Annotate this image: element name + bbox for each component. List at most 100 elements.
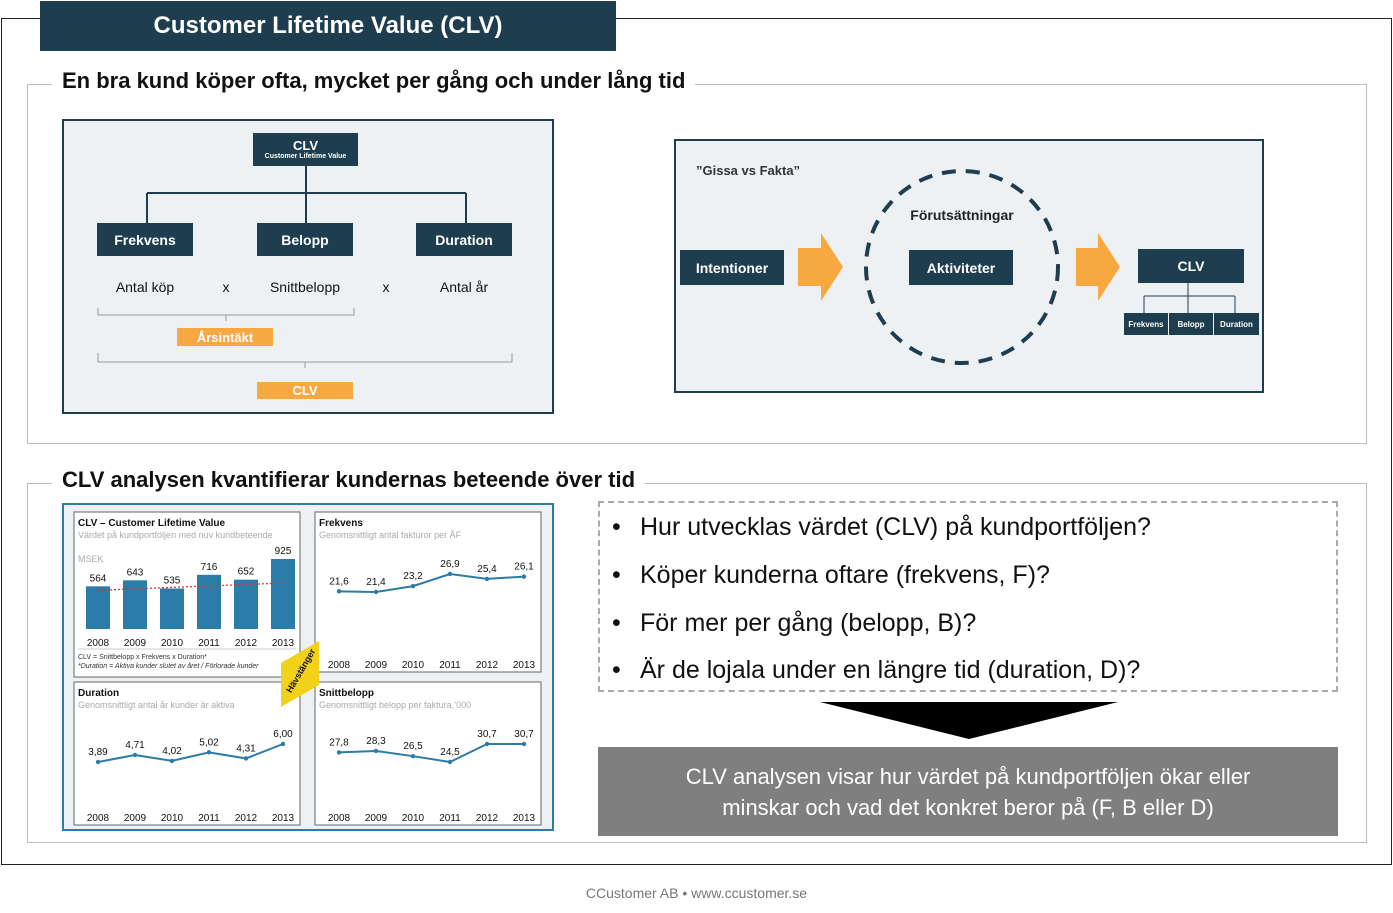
forutsattningar-label: Förutsättningar <box>910 207 1014 223</box>
data-point-2012 <box>484 741 490 747</box>
bar-2008 <box>86 586 110 629</box>
data-label: 21,4 <box>366 577 386 588</box>
bullet-dot: • <box>612 656 621 684</box>
conclusion-line-1: CLV analysen visar hur värdet på kundpor… <box>685 763 1251 789</box>
data-point-2010 <box>169 758 175 764</box>
chart-2-frame <box>73 681 301 826</box>
section1-title: En bra kund köper ofta, mycket per gång … <box>52 68 696 94</box>
data-point-2013 <box>521 741 527 747</box>
data-label: 21,6 <box>329 576 349 587</box>
data-label: 30,7 <box>477 729 497 740</box>
chart-2-title: Duration <box>78 688 119 699</box>
clv-root-label: CLV <box>292 138 319 153</box>
x-tick-label: 2008 <box>87 638 110 649</box>
data-label: 27,8 <box>329 737 349 748</box>
orange-arrow-2 <box>1076 233 1120 301</box>
data-label: 6,00 <box>273 729 293 740</box>
data-label: 30,7 <box>514 729 534 740</box>
x-tick-label: 2012 <box>235 813 258 824</box>
measure-antal-kop: Antal köp <box>115 279 175 295</box>
clv-bar: CLV <box>257 382 353 399</box>
chart-1-subtitle: Genomsnittligt antal fakturor per ÅF <box>319 530 462 540</box>
data-label: 26,5 <box>403 741 423 752</box>
x-tick-label: 2011 <box>198 813 220 824</box>
footer: CCustomer AB • www.ccustomer.se <box>585 885 808 901</box>
data-point-2012 <box>484 576 490 582</box>
chart-0-title: CLV – Customer Lifetime Value <box>78 518 226 529</box>
x-tick-label: 2009 <box>365 660 388 671</box>
line-series <box>97 743 284 763</box>
data-label: 26,9 <box>440 559 460 570</box>
clv-tree-panel: CLV Customer Lifetime Value Frekvens Bel… <box>62 119 554 414</box>
x-tick-label: 2011 <box>439 813 461 824</box>
x-tick-label: 2012 <box>476 813 499 824</box>
conclusion-line-2: minskar och vad det konkret beror på (F,… <box>722 794 1214 820</box>
operator-x-1: x <box>222 279 230 295</box>
data-label: 28,3 <box>366 736 386 747</box>
bar-label: 652 <box>238 567 255 578</box>
data-point-2011 <box>206 750 212 755</box>
havstanger-badge: Hävstänger <box>281 641 319 707</box>
x-tick-label: 2009 <box>124 638 147 649</box>
intentioner-box: Intentioner <box>680 250 784 285</box>
chart-3-subtitle: Genomsnittligt belopp per faktura,’000 <box>319 700 471 710</box>
x-tick-label: 2010 <box>161 638 184 649</box>
data-label: 24,5 <box>440 747 460 758</box>
chart-note-2: *Duration = Aktiva kunder slutet av året… <box>78 662 259 670</box>
data-label: 26,1 <box>514 562 534 573</box>
x-tick-label: 2013 <box>513 813 536 824</box>
data-point-2009 <box>373 589 379 595</box>
x-tick-label: 2008 <box>87 813 110 824</box>
data-point-2011 <box>447 759 453 765</box>
x-tick-label: 2010 <box>402 660 425 671</box>
data-label: 4,71 <box>125 740 145 751</box>
data-point-2010 <box>410 753 416 759</box>
section2-box <box>27 483 1367 843</box>
x-tick-label: 2010 <box>402 813 425 824</box>
operator-x-2: x <box>382 279 390 295</box>
flow-caption: ”Gissa vs Fakta” <box>696 163 801 178</box>
data-point-2013 <box>521 574 527 579</box>
down-triangle-icon <box>820 702 1118 739</box>
x-tick-label: 2011 <box>439 660 461 671</box>
data-label: 25,4 <box>477 564 497 575</box>
bullet-4: •Är de lojala under en längre tid (durat… <box>612 656 1140 685</box>
conclusion-box: CLV analysen visar hur värdet på kundpor… <box>598 747 1338 836</box>
orange-arrow-1 <box>798 233 843 301</box>
bullet-3-text: För mer per gång (belopp, B)? <box>640 609 977 637</box>
havstanger-shape <box>281 641 319 707</box>
tree-connectors <box>97 166 513 368</box>
arsintakt-bar: Årsintäkt <box>177 328 273 346</box>
x-tick-label: 2009 <box>365 813 388 824</box>
data-point-2011 <box>447 571 453 577</box>
bullet-dot: • <box>612 513 621 541</box>
bar-2009 <box>123 580 147 629</box>
bullet-2: •Köper kunderna oftare (frekvens, F)? <box>612 561 1050 590</box>
data-point-2010 <box>410 583 416 589</box>
x-tick-label: 2013 <box>513 660 536 671</box>
trendline <box>97 582 284 591</box>
bar-label: 643 <box>127 567 144 578</box>
line-series <box>338 572 525 594</box>
data-point-2008 <box>95 759 101 765</box>
x-tick-label: 2008 <box>328 813 351 824</box>
chart-0-unit: MSEK <box>78 554 104 564</box>
section2-title: CLV analysen kvantifierar kundernas bete… <box>52 467 646 493</box>
bullet-3: •För mer per gång (belopp, B)? <box>612 609 976 638</box>
flow-sub-frekvens: Frekvens <box>1124 313 1168 335</box>
x-tick-label: 2011 <box>198 638 220 649</box>
node-duration: Duration <box>416 223 512 256</box>
x-tick-label: 2010 <box>161 813 184 824</box>
data-point-2008 <box>336 589 342 594</box>
data-point-2009 <box>373 748 379 754</box>
flow-panel: ”Gissa vs Fakta” Intentioner Förutsättni… <box>674 139 1264 393</box>
x-tick-label: 2012 <box>476 660 499 671</box>
flow-sub-belopp: Belopp <box>1169 313 1213 335</box>
data-label: 23,2 <box>403 571 423 582</box>
data-label: 4,02 <box>162 746 182 757</box>
bullet-1: •Hur utvecklas värdet (CLV) på kundportf… <box>612 513 1151 542</box>
measure-snittbelopp: Snittbelopp <box>269 279 341 295</box>
chart-3-frame <box>314 681 542 826</box>
measure-antal-ar: Antal år <box>439 279 489 295</box>
